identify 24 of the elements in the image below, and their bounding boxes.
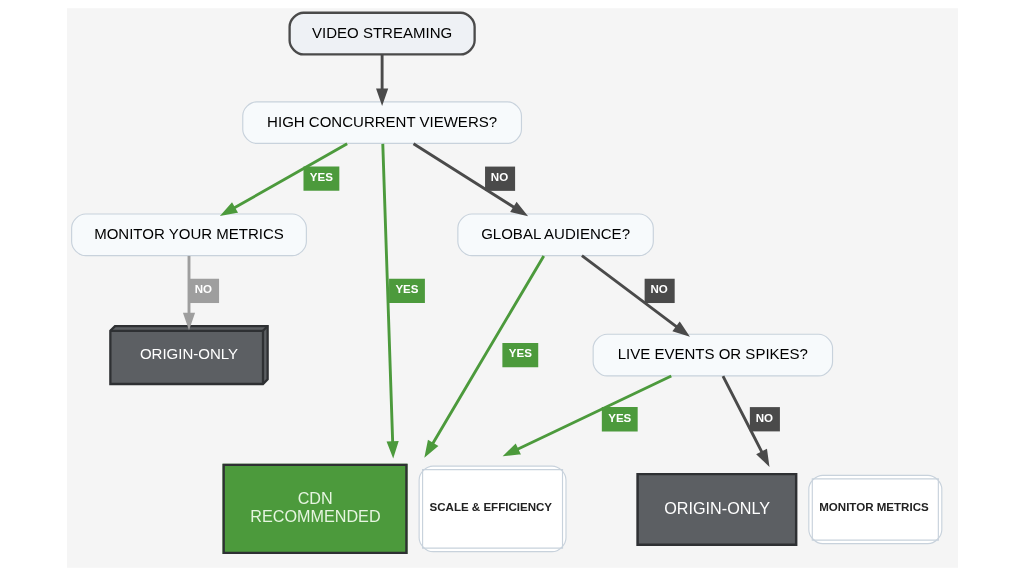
edge-label: NO bbox=[649, 283, 668, 296]
edge-label: YES bbox=[394, 283, 419, 296]
arrow bbox=[502, 374, 672, 457]
edge-label: YES bbox=[508, 347, 532, 360]
edge-label: NO bbox=[490, 171, 508, 184]
edge-label: NO bbox=[755, 411, 773, 424]
edge-label: YES bbox=[607, 411, 631, 424]
arrow bbox=[423, 255, 545, 458]
arrow bbox=[380, 143, 399, 459]
node-box: VIDEO STREAMING bbox=[287, 11, 476, 56]
node-label: MONITOR METRICS bbox=[818, 501, 929, 514]
edge-label: NO bbox=[194, 283, 212, 296]
node-box: HIGH CONCURRENT VIEWERS? bbox=[241, 101, 522, 145]
node-label: SCALE & EFFICIENCY bbox=[429, 500, 552, 513]
edge-label: YES bbox=[309, 171, 333, 184]
arrow bbox=[219, 142, 348, 217]
arrow bbox=[721, 375, 769, 467]
arrow bbox=[580, 254, 690, 337]
arrow bbox=[375, 54, 388, 106]
arrow bbox=[412, 142, 528, 217]
node-box: GLOBAL AUDIENCE? bbox=[456, 213, 654, 257]
node-box: LIVE EVENTS OR SPIKES? bbox=[592, 333, 833, 377]
arrow bbox=[182, 255, 195, 331]
node-box: MONITOR YOUR METRICS bbox=[70, 213, 307, 257]
